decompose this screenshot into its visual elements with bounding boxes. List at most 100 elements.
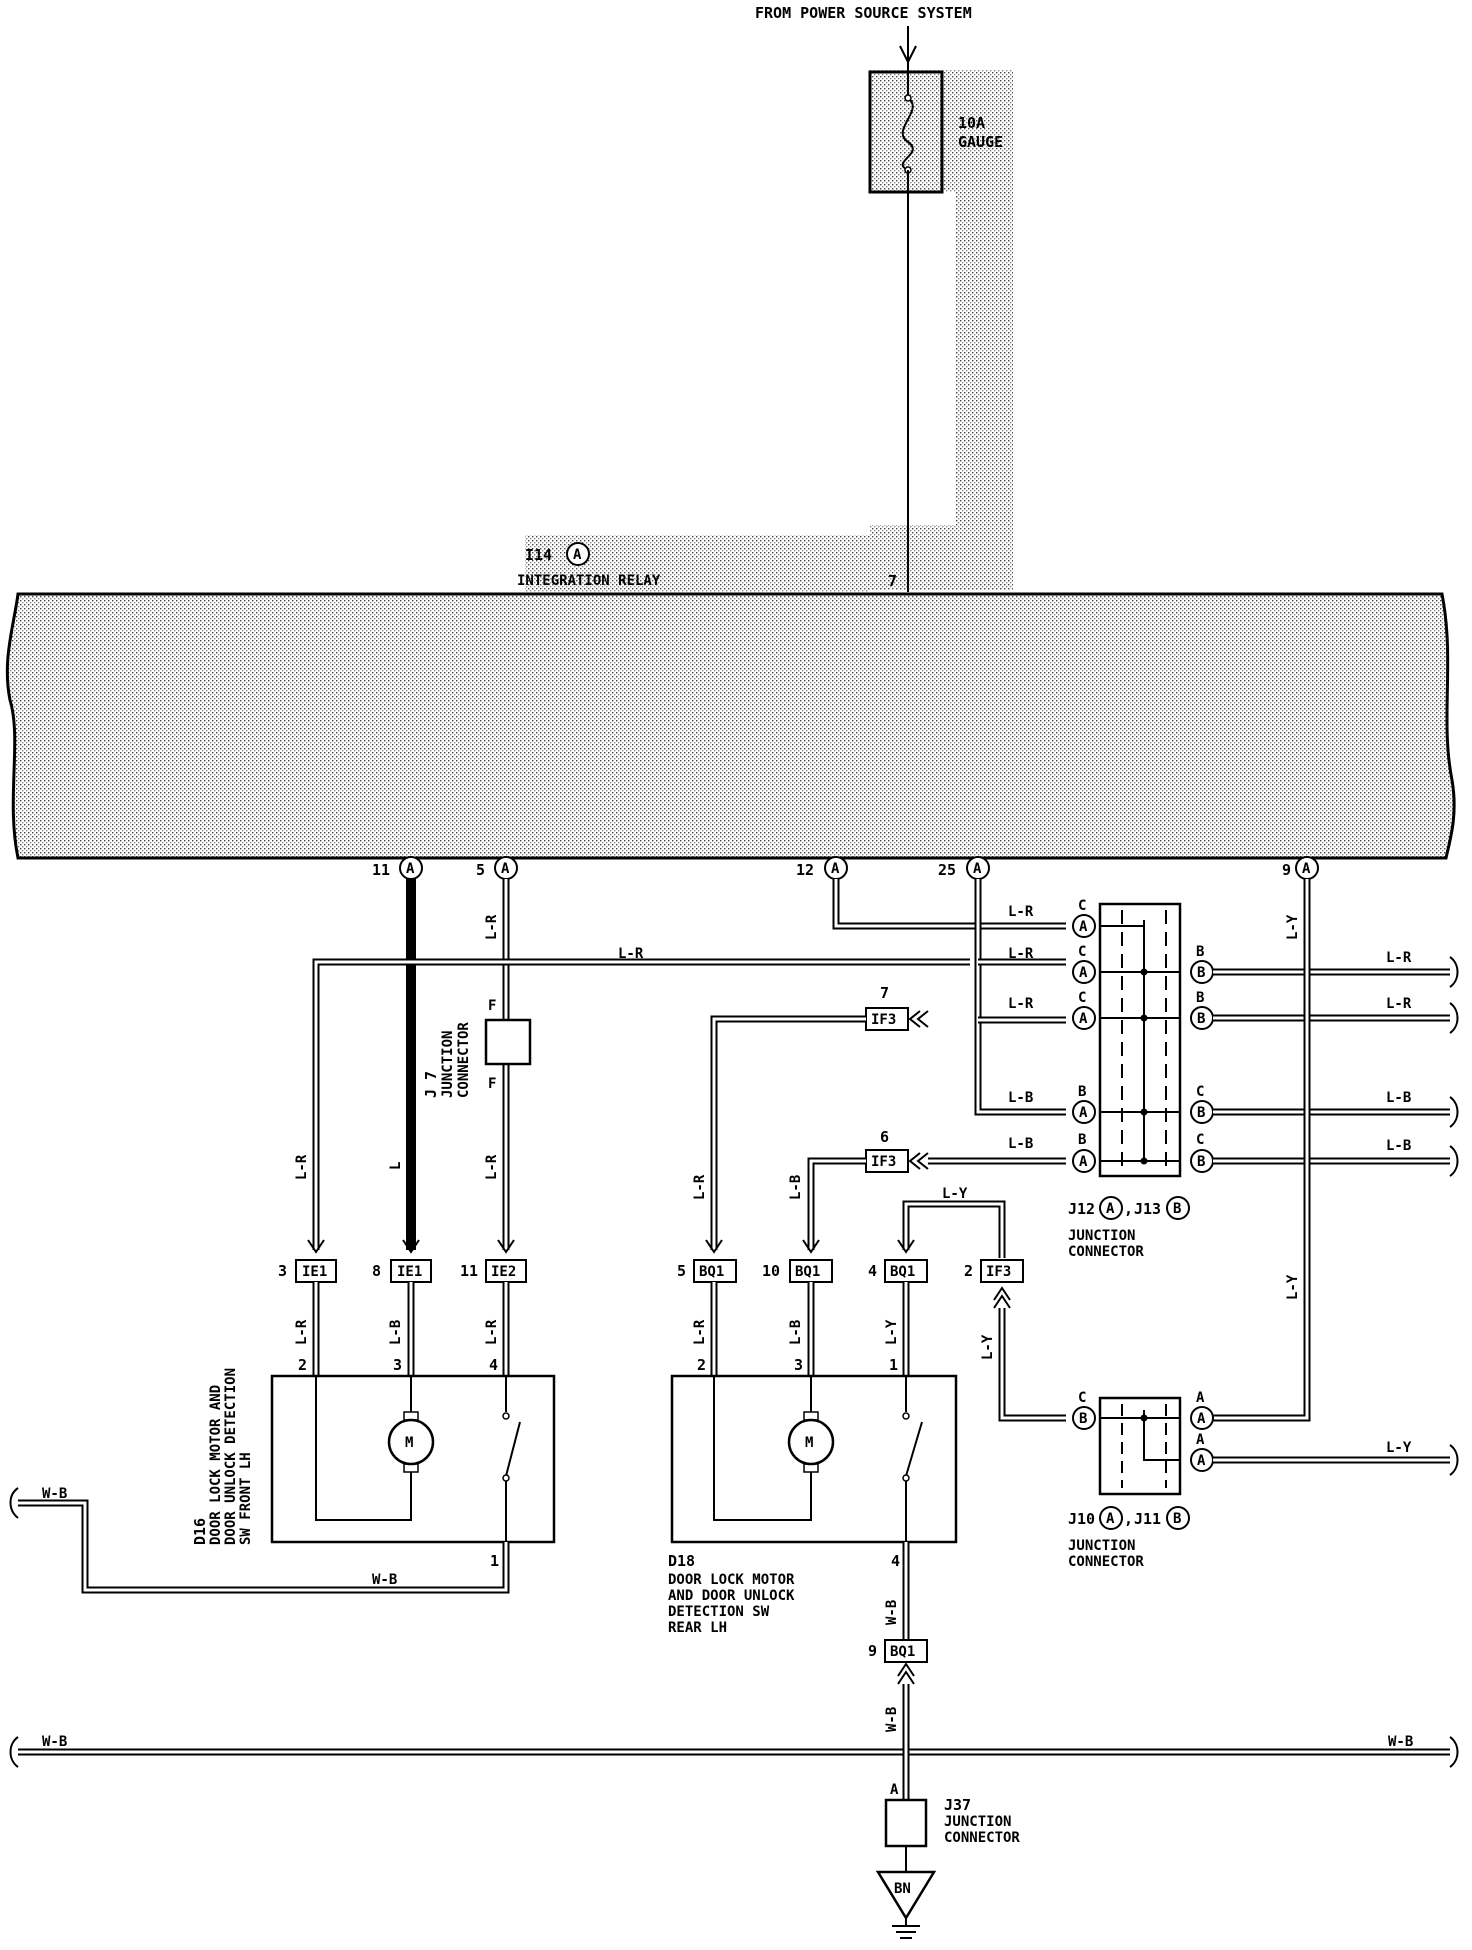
svg-text:CONNECTOR: CONNECTOR (1068, 1244, 1144, 1260)
svg-text:3: 3 (278, 1262, 287, 1280)
svg-text:B: B (1197, 1105, 1205, 1121)
svg-text:A: A (406, 861, 415, 877)
wire-label-wb-j37: W-B (884, 1707, 900, 1732)
d16-code: D16 (191, 1518, 209, 1545)
svg-text:C: C (1078, 898, 1086, 914)
svg-text:B: B (1173, 1201, 1181, 1217)
svg-text:3: 3 (393, 1356, 402, 1374)
svg-text:M: M (405, 1435, 413, 1451)
j37-junction-connector: A (884, 1782, 928, 1872)
relay-code-tag: I14 A (525, 542, 590, 566)
j12-j13-junction-connector: C A C A C A B A B A B B B B C B C B (1072, 898, 1214, 1178)
power-arrow (899, 26, 917, 65)
wire-label-ly-9a: L-Y (1285, 914, 1301, 940)
d16-door-lock-motor-front-lh: 2 3 4 1 M (270, 1356, 556, 1570)
relay-variant: A (573, 547, 582, 563)
svg-text:IF3: IF3 (871, 1012, 896, 1028)
svg-text:BQ1: BQ1 (699, 1264, 724, 1280)
relay-pin-12: 12 A (796, 856, 848, 880)
wire-label-lr-5a: L-R (484, 914, 500, 940)
d16-motor-icon (387, 1418, 435, 1466)
svg-text:B: B (1196, 990, 1204, 1006)
wire-label-lr-bq1-5: L-R (692, 1174, 708, 1200)
svg-text:IF3: IF3 (986, 1264, 1011, 1280)
relay-code: I14 (525, 546, 552, 564)
wire-label-lb-bq1-10: L-B (788, 1175, 804, 1200)
wire-label-d16-pin2: L-R (294, 1319, 310, 1345)
svg-text:F: F (488, 1076, 496, 1092)
svg-text:JUNCTION: JUNCTION (1068, 1538, 1135, 1554)
shaded-feed-region (870, 70, 1013, 590)
d16-switch-icon (505, 1421, 521, 1477)
wire-label-lr-d16: L-R (294, 1154, 310, 1180)
svg-text:A: A (1079, 1105, 1088, 1121)
svg-text:BQ1: BQ1 (890, 1264, 915, 1280)
svg-text:2: 2 (298, 1356, 307, 1374)
wire-wb-d16-ground (9, 1487, 510, 1594)
wire-ly-j10-right (1213, 1444, 1459, 1476)
svg-text:B: B (1197, 965, 1205, 981)
svg-text:9: 9 (1282, 861, 1291, 879)
wire-ly-if3-to-j10 (993, 1286, 1066, 1422)
wire-lr-pin12 (832, 879, 1066, 930)
wire-wb-ground-bus (9, 1736, 1459, 1768)
connector-ie2-11: 11 IE2 (460, 1239, 527, 1283)
svg-text:4: 4 (891, 1552, 900, 1570)
shaded-relay-label-region (525, 535, 870, 592)
wires-right-outgoing (1213, 956, 1459, 1177)
svg-text:A: A (1106, 1511, 1115, 1527)
wire-label-ly-9b: L-Y (1285, 1274, 1301, 1300)
wire-label-ly-right: L-Y (1386, 1440, 1412, 1456)
svg-text:C: C (1078, 1390, 1086, 1406)
wire-label-lr-top: L-R (618, 946, 644, 962)
connector-bq1-10: 10 BQ1 (762, 1259, 833, 1283)
wire-lr-horizontal-to-d16 (312, 958, 970, 1250)
wire-lr-pin25-trunk (974, 879, 1066, 1116)
d16-line3: SW FRONT LH (238, 1452, 254, 1545)
svg-text:2: 2 (964, 1262, 973, 1280)
d18-door-lock-motor-rear-lh: 2 3 1 4 M (670, 1356, 958, 1570)
j10-j11-junction-connector: C B A A A A (1072, 1390, 1214, 1496)
svg-text:A: A (1079, 919, 1088, 935)
wire-label-lb-b2: L-B (1008, 1136, 1033, 1152)
j7-junction-connector: F F (484, 998, 532, 1092)
wire-ly-pin9 (1213, 879, 1311, 1422)
svg-text:JUNCTION: JUNCTION (1068, 1228, 1135, 1244)
power-source-label: FROM POWER SOURCE SYSTEM (755, 4, 972, 22)
d18-motor-icon (787, 1418, 835, 1466)
svg-text:J13: J13 (1134, 1200, 1161, 1218)
connector-bq1-4: 4 BQ1 (868, 1259, 928, 1283)
svg-text:C: C (1196, 1084, 1204, 1100)
svg-text:B: B (1078, 1132, 1086, 1148)
connector-if3-6: 6 IF3 (802, 1128, 1066, 1254)
relay-pin-5: 5 A (476, 856, 518, 880)
svg-text:CONNECTOR: CONNECTOR (1068, 1554, 1144, 1570)
svg-text:J11: J11 (1134, 1510, 1161, 1528)
wire-label-wb-bus-right: W-B (1388, 1734, 1413, 1750)
svg-text:M: M (805, 1435, 813, 1451)
svg-text:A: A (831, 861, 840, 877)
wire-label-right-lb1: L-B (1386, 1090, 1411, 1106)
wire-ly-loop (897, 1200, 1006, 1258)
svg-text:4: 4 (868, 1262, 877, 1280)
j37-name2: CONNECTOR (944, 1830, 1020, 1846)
wire-label-lr-5b: L-R (484, 1154, 500, 1180)
connector-bq1-5: 5 BQ1 (677, 1259, 737, 1283)
svg-text:J10: J10 (1068, 1510, 1095, 1528)
svg-text:11: 11 (460, 1262, 478, 1280)
wire-label-wb-d16: W-B (372, 1572, 397, 1588)
svg-text:12: 12 (796, 861, 814, 879)
j7-name2: CONNECTOR (456, 1022, 472, 1098)
wire-label-lr-c3: L-R (1008, 996, 1034, 1012)
svg-text:A: A (1079, 965, 1088, 981)
svg-text:C: C (1078, 990, 1086, 1006)
svg-text:11: 11 (372, 861, 390, 879)
wire-label-right-lr2: L-R (1386, 996, 1412, 1012)
svg-text:A: A (1079, 1011, 1088, 1027)
svg-text:,: , (1124, 1200, 1133, 1218)
fuse-name: GAUGE (958, 133, 1003, 151)
wire-label-d18-pin1: L-Y (884, 1319, 900, 1345)
svg-text:5: 5 (476, 861, 485, 879)
svg-text:J12: J12 (1068, 1200, 1095, 1218)
svg-text:A: A (1079, 1154, 1088, 1170)
